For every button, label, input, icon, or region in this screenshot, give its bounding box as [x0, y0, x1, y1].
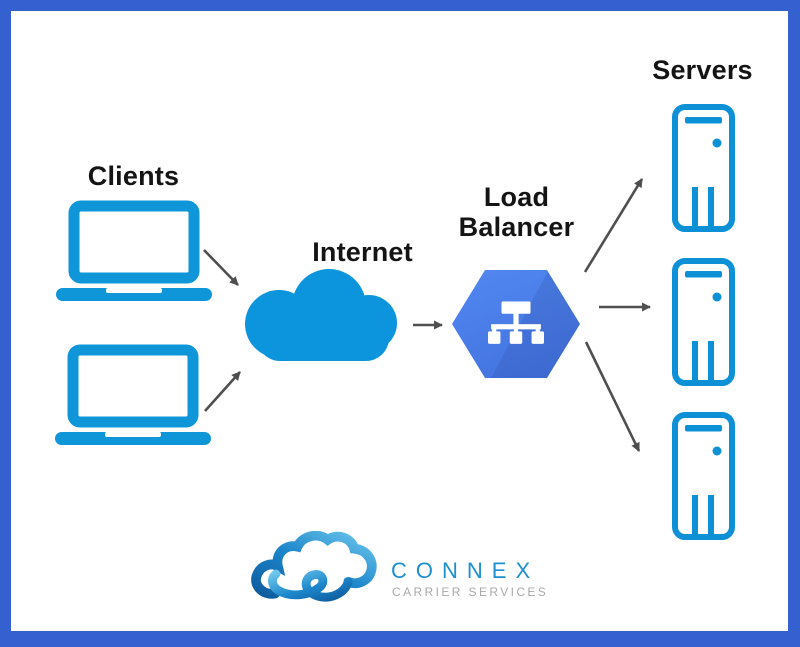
connex-logo-cloud-icon — [251, 531, 377, 602]
client-laptop-icon-2 — [55, 344, 211, 445]
logo-tagline: CARRIER SERVICES — [392, 585, 549, 599]
arrow-client1-to-internet — [203, 249, 239, 286]
internet-cloud-icon — [241, 266, 407, 362]
arrow-loadbalancer-to-server3 — [584, 341, 641, 452]
label-internet: Internet — [312, 237, 413, 267]
label-clients: Clients — [87, 161, 180, 191]
server-icon-3 — [672, 412, 735, 540]
network-glyph-icon — [488, 301, 544, 344]
arrow-loadbalancer-to-server1 — [583, 178, 644, 273]
client-laptop-icon-1 — [56, 200, 212, 301]
logo-wordmark: CONNEX — [391, 558, 540, 583]
label-load-balancer: Load Balancer — [458, 182, 575, 242]
arrow-client2-to-internet — [204, 371, 241, 412]
server-icon-1 — [672, 104, 735, 232]
label-servers: Servers — [652, 55, 753, 85]
server-icon-2 — [672, 258, 735, 386]
